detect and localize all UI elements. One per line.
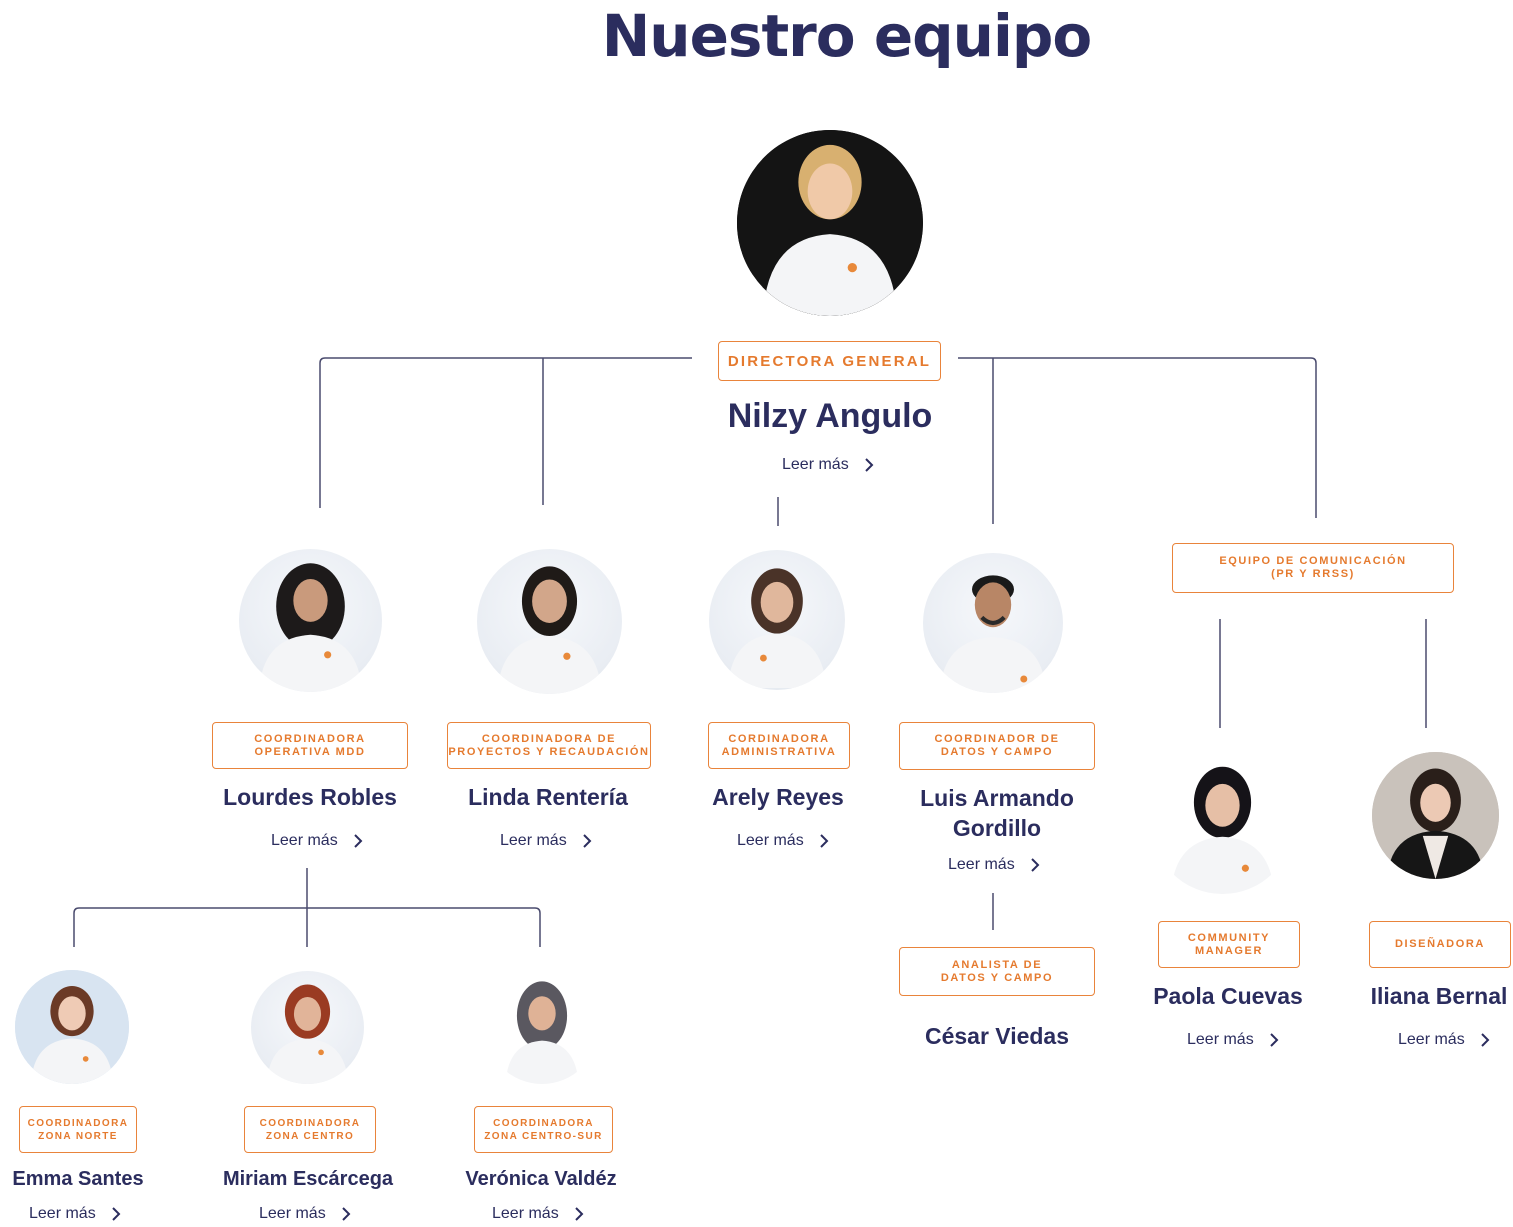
iliana-bernal-read-more-link[interactable]: Leer más xyxy=(1398,1031,1493,1049)
emma-santes-role-badge: COORDINADORA ZONA NORTE xyxy=(19,1106,137,1153)
read-more-label: Leer más xyxy=(1187,1031,1254,1048)
miriam-escarcega-role-badge: COORDINADORA ZONA CENTRO xyxy=(244,1106,376,1153)
chevron-right-icon xyxy=(816,833,832,849)
read-more-label: Leer más xyxy=(1398,1031,1465,1048)
page-title: Nuestro equipo xyxy=(601,2,1092,70)
read-more-label: Leer más xyxy=(29,1205,96,1222)
veronica-valdez-read-more-link[interactable]: Leer más xyxy=(492,1205,587,1223)
arely-reyes-read-more-link[interactable]: Leer más xyxy=(737,832,832,850)
chevron-right-icon xyxy=(108,1206,124,1222)
miriam-escarcega-read-more-link[interactable]: Leer más xyxy=(259,1205,354,1223)
linda-renteria-photo xyxy=(477,549,622,694)
veronica-valdez-role-badge: COORDINADORA ZONA CENTRO-SUR xyxy=(474,1106,613,1153)
connector-director-left xyxy=(319,357,692,508)
paola-cuevas-photo xyxy=(1151,751,1294,894)
read-more-label: Leer más xyxy=(948,856,1015,873)
luis-armando-gordillo-role-badge: COORDINADOR DE DATOS Y CAMPO xyxy=(899,722,1095,770)
luis-armando-gordillo-photo xyxy=(923,553,1063,693)
chevron-right-icon xyxy=(861,457,877,473)
iliana-bernal-photo xyxy=(1372,752,1499,879)
paola-cuevas-read-more-link[interactable]: Leer más xyxy=(1187,1031,1282,1049)
nilzy-angulo-photo xyxy=(737,130,923,316)
read-more-label: Leer más xyxy=(737,832,804,849)
emma-santes-photo xyxy=(15,970,129,1084)
communication-team-badge: EQUIPO DE COMUNICACIÓN (PR Y RRSS) xyxy=(1172,543,1454,593)
linda-renteria-name: Linda Rentería xyxy=(468,784,628,810)
arely-reyes-photo xyxy=(709,550,845,690)
cesar-viedas-role-badge: ANALISTA DE DATOS Y CAMPO xyxy=(899,947,1095,996)
lourdes-robles-name: Lourdes Robles xyxy=(223,784,397,810)
nilzy-angulo-name: Nilzy Angulo xyxy=(727,397,933,435)
lourdes-robles-photo xyxy=(239,549,382,692)
miriam-escarcega-name: Miriam Escárcega xyxy=(222,1168,394,1190)
nilzy-angulo-role-badge: DIRECTORA GENERAL xyxy=(718,341,941,381)
chevron-right-icon xyxy=(1027,857,1043,873)
lourdes-robles-read-more-link[interactable]: Leer más xyxy=(271,832,366,850)
connector-zones xyxy=(73,907,541,947)
lourdes-robles-role-badge: COORDINADORA OPERATIVA MDD xyxy=(212,722,408,769)
chevron-right-icon xyxy=(571,1206,587,1222)
chevron-right-icon xyxy=(338,1206,354,1222)
arely-reyes-name: Arely Reyes xyxy=(712,784,844,810)
chevron-right-icon xyxy=(350,833,366,849)
emma-santes-name: Emma Santes xyxy=(12,1168,144,1190)
paola-cuevas-name: Paola Cuevas xyxy=(1153,983,1303,1009)
luis-armando-gordillo-name: Luis Armando Gordillo xyxy=(920,785,1074,841)
chevron-right-icon xyxy=(579,833,595,849)
chevron-right-icon xyxy=(1477,1032,1493,1048)
linda-renteria-role-badge: COORDINADORA DE PROYECTOS Y RECAUDACIÓN xyxy=(447,722,651,769)
chevron-right-icon xyxy=(1266,1032,1282,1048)
arely-reyes-role-badge: CORDINADORA ADMINISTRATIVA xyxy=(708,722,850,769)
read-more-label: Leer más xyxy=(782,456,849,473)
read-more-label: Leer más xyxy=(500,832,567,849)
emma-santes-read-more-link[interactable]: Leer más xyxy=(29,1205,124,1223)
linda-renteria-read-more-link[interactable]: Leer más xyxy=(500,832,595,850)
read-more-label: Leer más xyxy=(271,832,338,849)
read-more-label: Leer más xyxy=(492,1205,559,1222)
iliana-bernal-name: Iliana Bernal xyxy=(1370,983,1508,1009)
miriam-escarcega-photo xyxy=(251,971,364,1084)
nilzy-angulo-read-more-link[interactable]: Leer más xyxy=(782,456,877,474)
connector-director-right xyxy=(958,357,1317,518)
paola-cuevas-role-badge: COMMUNITY MANAGER xyxy=(1158,921,1300,968)
cesar-viedas-name: César Viedas xyxy=(924,1023,1070,1049)
luis-armando-gordillo-read-more-link[interactable]: Leer más xyxy=(948,856,1043,874)
veronica-valdez-name: Verónica Valdéz xyxy=(465,1168,617,1190)
read-more-label: Leer más xyxy=(259,1205,326,1222)
iliana-bernal-role-badge: DISEÑADORA xyxy=(1369,921,1511,968)
veronica-valdez-photo xyxy=(485,970,599,1084)
